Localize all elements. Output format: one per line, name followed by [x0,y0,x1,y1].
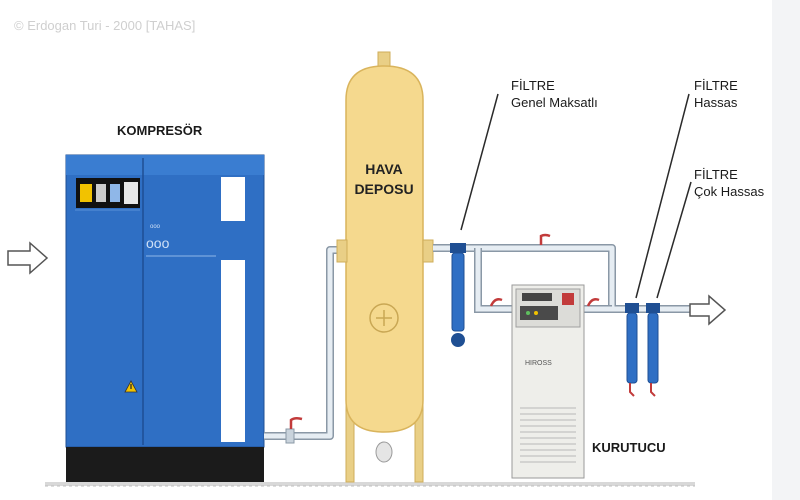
pipe-compressor-to-tank [264,246,342,444]
right-edge-strip [772,0,800,500]
filter1-title: FİLTRE [511,78,555,93]
filter-fine [625,303,639,397]
dryer-label: KURUTUCU [592,440,666,455]
warning-icon [124,380,138,393]
filter2-subtitle: Hassas [694,95,738,110]
filter2-title: FİLTRE [694,78,738,93]
dryer-unit [511,284,585,479]
ground-line [45,482,695,487]
tank-label-line1: HAVA [365,161,403,177]
filter3-subtitle: Çok Hassas [694,184,765,199]
outlet-arrow-icon [689,294,727,326]
svg-text:ooo: ooo [150,224,161,230]
copyright-credit: © Erdogan Turi - 2000 [TAHAS] [14,18,196,33]
label-leader-lines [460,93,692,299]
dryer-brand: HIROSS [525,360,552,367]
compressor-unit: ooo ooo [65,154,265,482]
filter-very-fine [646,303,660,397]
valve-icon [289,416,303,429]
filter1-subtitle: Genel Maksatlı [511,95,598,110]
filter3-title: FİLTRE [694,167,738,182]
air-tank [336,51,434,483]
compressor-label: KOMPRESÖR [117,123,203,138]
tank-label-line2: DEPOSU [354,181,414,197]
filter-general [450,243,466,347]
inlet-arrow-icon [7,241,49,275]
svg-text:ooo: ooo [146,235,170,251]
